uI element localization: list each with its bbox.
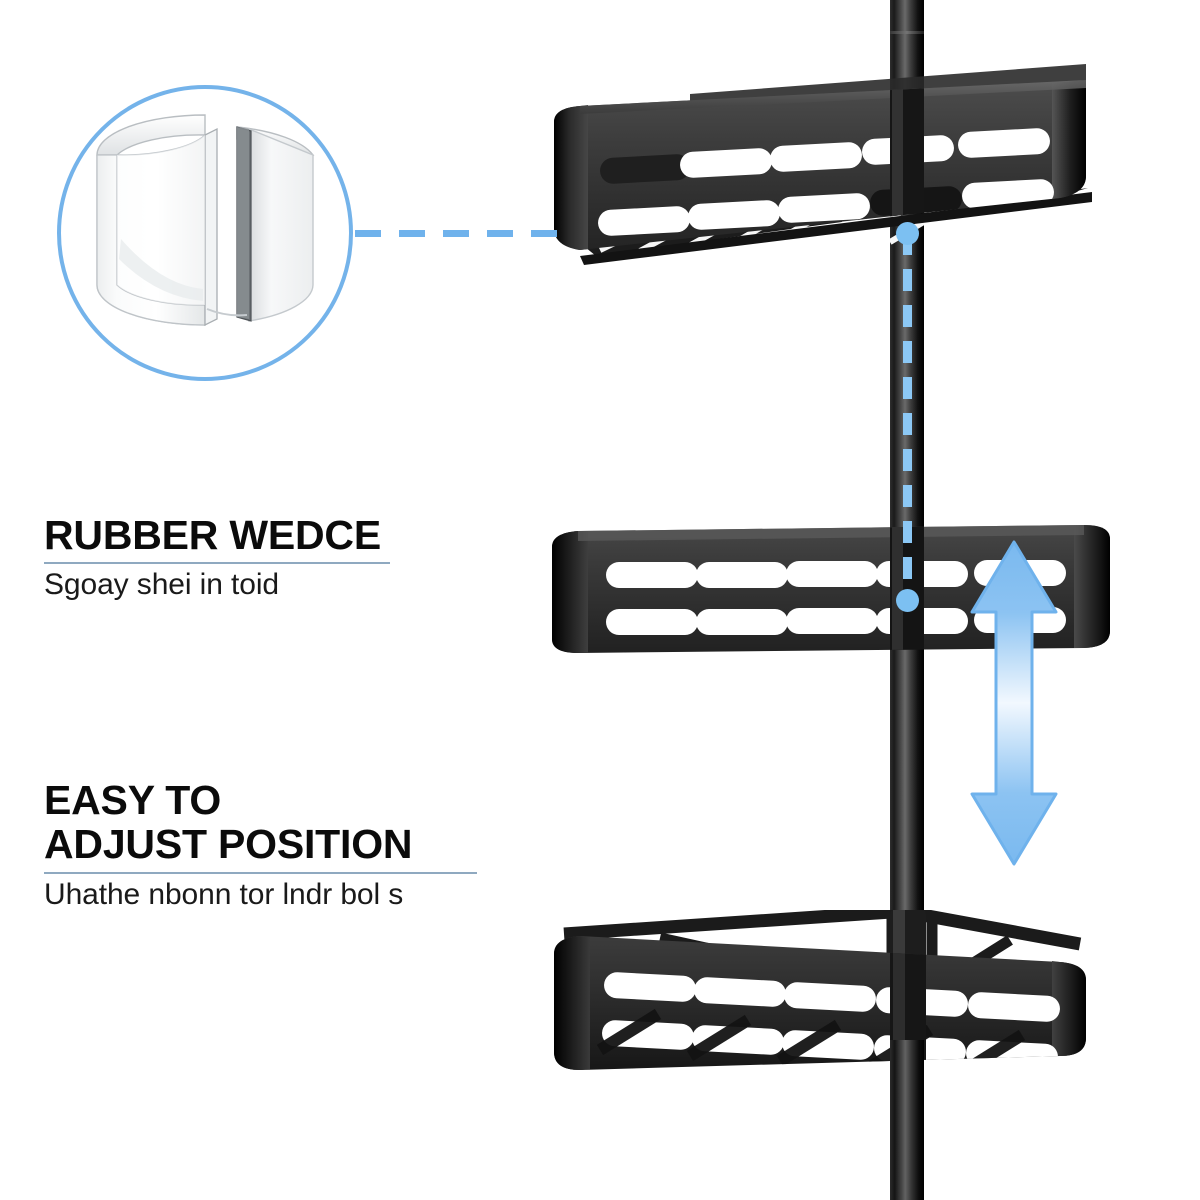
pole-joint-seam [890, 31, 924, 34]
feature-title-rubber-wedge: RUBBER WEDCE [44, 512, 381, 558]
feature-subtitle-rubber-wedge: Sgoay shei in toid [44, 568, 280, 602]
middle-shelf-marker-dot [896, 589, 919, 612]
adjust-position-double-arrow [970, 540, 1058, 866]
tension-pole-lower-segment [890, 600, 924, 960]
feature-block-easy-adjust: EASY TO ADJUST POSITION Uhathe nbonn tor… [44, 778, 564, 912]
feature-divider-easy-adjust [44, 871, 477, 874]
top-shelf [554, 64, 1092, 265]
feature-title-easy-adjust: EASY TO ADJUST POSITION [44, 777, 413, 868]
rubber-sleeve-illustration [96, 114, 315, 327]
callout-leader-dashed-line [355, 230, 560, 237]
feature-divider-rubber-wedge [44, 562, 390, 565]
middle-shelf [552, 525, 1110, 653]
rubber-wedge-callout-circle [57, 85, 353, 381]
adjust-connector-dashed-line [903, 233, 912, 601]
top-shelf-marker-dot [896, 222, 919, 245]
feature-subtitle-easy-adjust: Uhathe nbonn tor lndr bol s [44, 877, 404, 911]
bottom-shelf [554, 910, 1086, 1070]
top-shelf-slots [598, 80, 1054, 250]
feature-block-rubber-wedge: RUBBER WEDCE Sgoay shei in toid [44, 513, 464, 603]
tension-pole-foot [890, 1040, 924, 1200]
